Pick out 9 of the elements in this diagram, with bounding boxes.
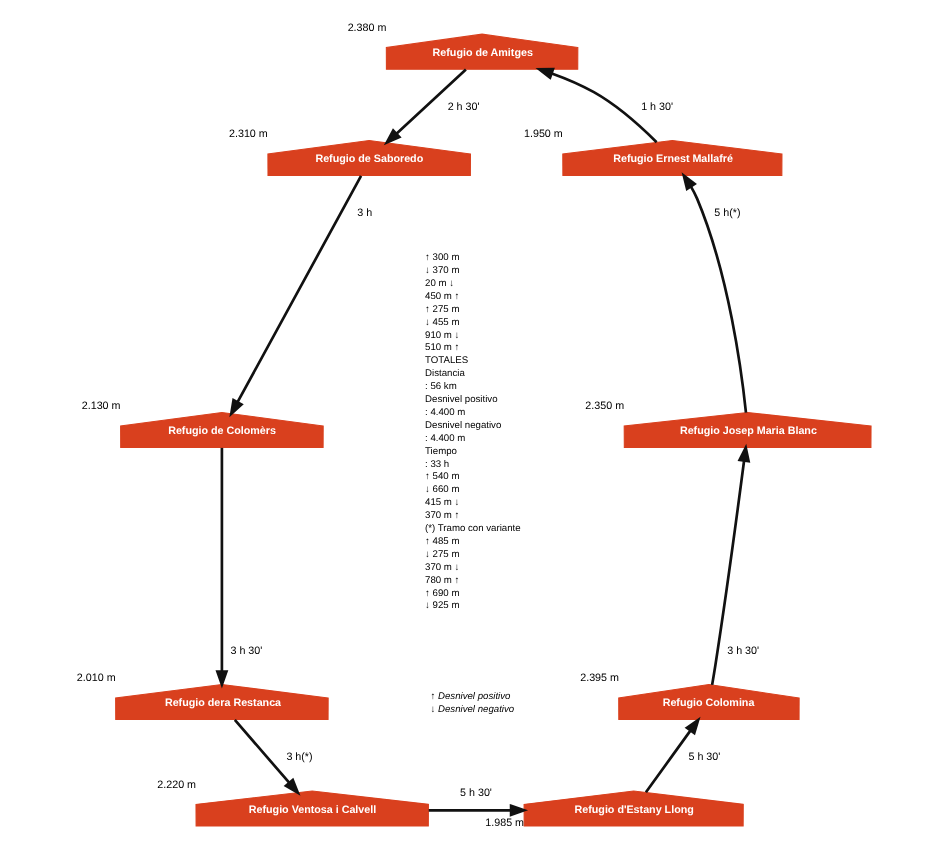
arrow [644, 715, 701, 793]
arrow [215, 446, 229, 688]
arrow [229, 174, 363, 417]
arrow [710, 442, 751, 685]
arrow [428, 802, 529, 816]
arrow [233, 718, 301, 795]
arrow [681, 171, 748, 412]
arrow [383, 67, 467, 145]
arrow [535, 66, 658, 143]
